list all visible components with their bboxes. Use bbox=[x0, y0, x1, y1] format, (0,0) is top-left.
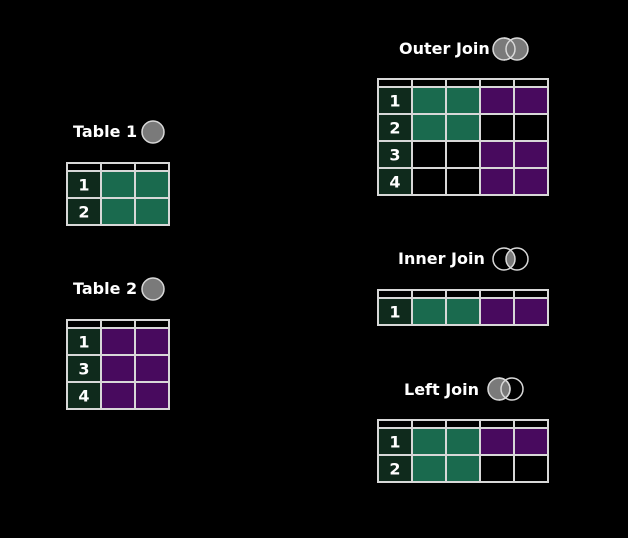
row-key-label: 1 bbox=[389, 92, 400, 111]
table2-cell bbox=[479, 427, 515, 456]
row-key-label: 2 bbox=[78, 203, 89, 222]
header-cell bbox=[377, 78, 413, 88]
table1-cell bbox=[411, 86, 447, 115]
header-cell bbox=[513, 419, 549, 429]
header-cell bbox=[100, 162, 136, 172]
header-cell bbox=[513, 289, 549, 299]
empty-cell bbox=[445, 167, 481, 196]
table2-cell bbox=[479, 167, 515, 196]
table2-circle-icon bbox=[141, 277, 165, 301]
table1-cell bbox=[100, 170, 136, 199]
header-cell bbox=[100, 319, 136, 329]
header-cell bbox=[411, 289, 447, 299]
empty-cell bbox=[479, 454, 515, 483]
outer-join-title: Outer Join bbox=[399, 39, 490, 58]
outer-join-grid: 1 2 3 4 bbox=[377, 78, 549, 196]
row-key-label: 4 bbox=[389, 173, 400, 192]
header-cell bbox=[513, 78, 549, 88]
header-cell bbox=[66, 162, 102, 172]
table2-cell bbox=[479, 140, 515, 169]
table1-circle-icon bbox=[141, 120, 165, 144]
table2-grid: 1 3 4 bbox=[66, 319, 170, 410]
inner-join-title: Inner Join bbox=[398, 249, 485, 268]
table2-cell bbox=[100, 354, 136, 383]
table2-cell bbox=[479, 297, 515, 326]
table2-cell bbox=[134, 327, 170, 356]
row-key-label: 2 bbox=[389, 460, 400, 479]
table2-cell bbox=[134, 381, 170, 410]
header-cell bbox=[134, 162, 170, 172]
header-cell bbox=[411, 78, 447, 88]
table1-cell bbox=[411, 113, 447, 142]
key-cell bbox=[377, 140, 413, 169]
key-cell bbox=[377, 297, 413, 326]
table1-cell bbox=[134, 170, 170, 199]
table1-cell bbox=[445, 297, 481, 326]
empty-cell bbox=[411, 140, 447, 169]
table1-cell bbox=[445, 427, 481, 456]
table1-cell bbox=[411, 454, 447, 483]
table2-cell bbox=[513, 86, 549, 115]
key-cell bbox=[377, 454, 413, 483]
inner-join-grid: 1 bbox=[377, 289, 549, 326]
row-key-label: 3 bbox=[389, 146, 400, 165]
table2-cell bbox=[513, 167, 549, 196]
left-join-venn-icon bbox=[487, 377, 524, 401]
table1-cell bbox=[445, 454, 481, 483]
row-key-label: 4 bbox=[78, 387, 89, 406]
table2-cell bbox=[100, 327, 136, 356]
header-cell bbox=[445, 78, 481, 88]
table1-cell bbox=[100, 197, 136, 226]
header-cell bbox=[411, 419, 447, 429]
table1-cell bbox=[134, 197, 170, 226]
header-cell bbox=[66, 319, 102, 329]
row-key-label: 1 bbox=[389, 303, 400, 322]
header-cell bbox=[445, 419, 481, 429]
table2-cell bbox=[513, 140, 549, 169]
row-key-label: 3 bbox=[78, 360, 89, 379]
empty-cell bbox=[479, 113, 515, 142]
table1-cell bbox=[445, 113, 481, 142]
table2-cell bbox=[513, 297, 549, 326]
inner-join-venn-icon bbox=[492, 247, 529, 271]
table2-cell bbox=[100, 381, 136, 410]
table1-title: Table 1 bbox=[73, 122, 138, 141]
header-cell bbox=[445, 289, 481, 299]
table1-cell bbox=[411, 297, 447, 326]
empty-cell bbox=[513, 454, 549, 483]
row-key-label: 1 bbox=[78, 176, 89, 195]
row-key-label: 1 bbox=[78, 333, 89, 352]
table2-title: Table 2 bbox=[73, 279, 138, 298]
header-cell bbox=[479, 419, 515, 429]
header-cell bbox=[377, 289, 413, 299]
table2-cell bbox=[513, 427, 549, 456]
header-cell bbox=[479, 78, 515, 88]
table1-cell bbox=[445, 86, 481, 115]
table2-cell bbox=[479, 86, 515, 115]
outer-join-venn-icon bbox=[492, 37, 529, 61]
header-cell bbox=[134, 319, 170, 329]
key-cell bbox=[66, 197, 102, 226]
empty-cell bbox=[411, 167, 447, 196]
left-join-title: Left Join bbox=[404, 380, 480, 399]
empty-cell bbox=[513, 113, 549, 142]
row-key-label: 2 bbox=[389, 119, 400, 138]
table1-cell bbox=[411, 427, 447, 456]
empty-cell bbox=[445, 140, 481, 169]
header-cell bbox=[377, 419, 413, 429]
header-cell bbox=[479, 289, 515, 299]
key-cell bbox=[66, 381, 102, 410]
table2-cell bbox=[134, 354, 170, 383]
row-key-label: 1 bbox=[389, 433, 400, 452]
